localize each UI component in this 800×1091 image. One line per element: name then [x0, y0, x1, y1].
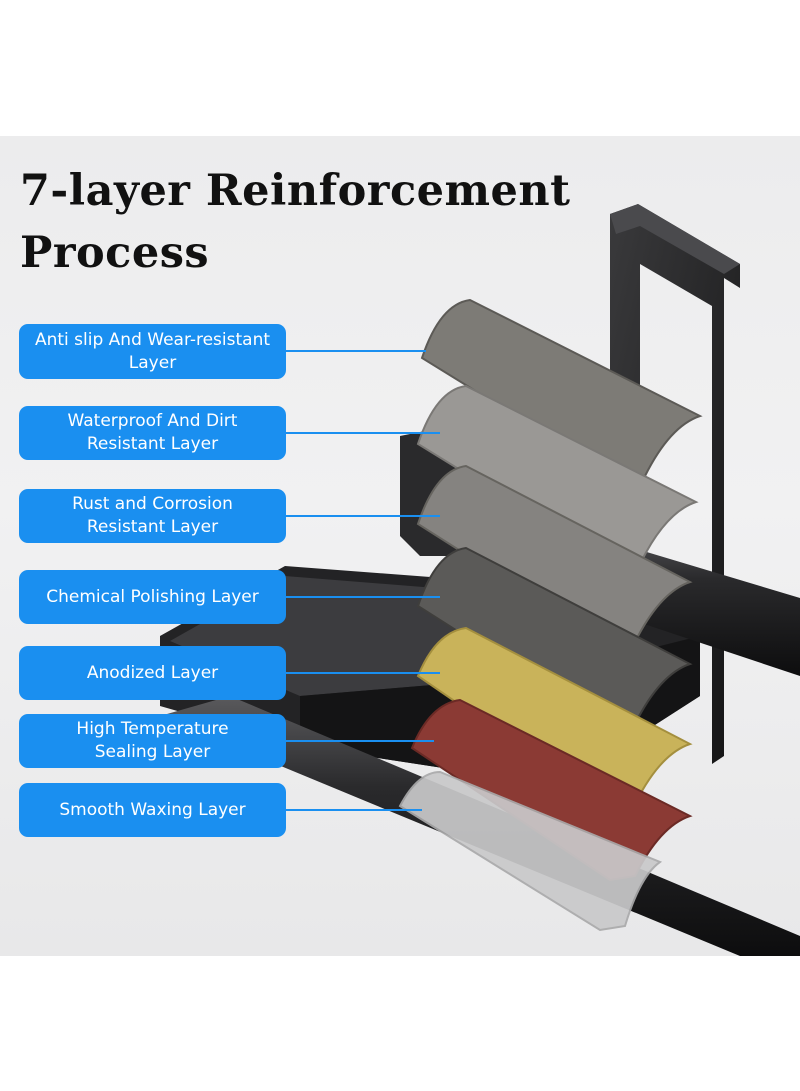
layer-label-line: Smooth Waxing Layer [59, 799, 246, 820]
layer-swatch-1 [420, 298, 703, 482]
leader-line-6 [286, 740, 434, 742]
layer-label-line: Resistant Layer [86, 517, 219, 537]
layer-label-line: Rust and Corrosion [72, 494, 233, 514]
leader-line-3 [286, 515, 440, 517]
layer-label-line: Layer [128, 352, 177, 373]
leader-line-5 [286, 672, 440, 674]
title-line-1: 7-layer Reinforcement [20, 166, 571, 216]
layer-label-line: Anti slip And Wear-resistant [34, 329, 271, 350]
layer-label-line: Waterproof And Dirt [67, 411, 238, 431]
layer-swatch-7 [398, 770, 663, 932]
layer-label-anodized: Anodized Layer [19, 646, 286, 700]
leader-line-1 [286, 350, 426, 352]
layer-label-line: High Temperature [76, 719, 229, 739]
layer-swatch-2 [416, 384, 699, 568]
layer-label-line: Resistant Layer [86, 434, 219, 454]
layer-swatch-4 [416, 546, 693, 730]
layer-label-line: Chemical Polishing Layer [46, 586, 259, 607]
leader-line-4 [286, 596, 440, 598]
leader-line-7 [286, 809, 422, 811]
layer-swatches [398, 298, 703, 932]
layer-label-chemical-polishing: Chemical Polishing Layer [19, 570, 286, 624]
layer-label-line: Anodized Layer [86, 662, 219, 683]
layer-label-smooth-waxing: Smooth Waxing Layer [19, 783, 286, 837]
page-title: 7-layer Reinforcement Process [20, 160, 640, 284]
rack-layers-illustration [160, 204, 800, 956]
layer-swatch-3 [416, 464, 693, 648]
layer-label-line: Sealing Layer [94, 742, 211, 762]
leader-line-2 [286, 432, 440, 434]
title-line-2: Process [20, 228, 210, 278]
